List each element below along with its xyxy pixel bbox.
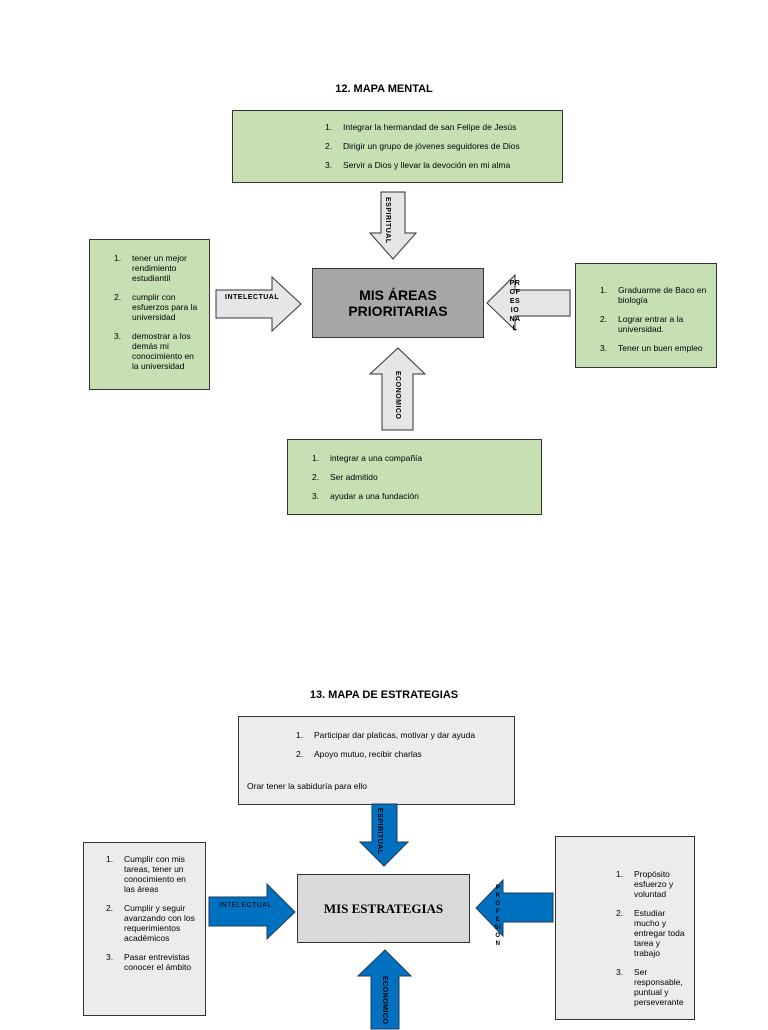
- map2-economic-label: ECONOMICO: [381, 975, 388, 1025]
- arrow-left-icon: [475, 878, 554, 938]
- list-item: 2.Lograr entrar a la universidad.: [600, 314, 684, 334]
- map1-intellectual-box: 1.tener un mejor rendimiento estudiantil…: [89, 239, 210, 390]
- list-item: 1.tener un mejor rendimiento estudiantil: [114, 253, 187, 283]
- list-item: 2.cumplir con esfuerzos para la universi…: [114, 292, 198, 322]
- map2-professional-box: 1.Propósito esfuerzo y voluntad 2.Estudi…: [555, 836, 695, 1020]
- list-item: 2.Estudiar mucho y entregar toda tarea y…: [616, 908, 685, 958]
- map1-spiritual-box: 1.Integrar la hermandad de san Felipe de…: [232, 110, 563, 183]
- map1-title: 12. MAPA MENTAL: [335, 83, 433, 95]
- map1-intellectual-label: INTELECTUAL: [225, 294, 280, 301]
- arrow-up-icon: [356, 949, 413, 1030]
- arrow-right-icon: [215, 275, 302, 333]
- list-item: 3.Servir a Dios y llevar la devoción en …: [325, 160, 511, 170]
- map2-center-box: MIS ESTRATEGIAS: [297, 874, 470, 943]
- map2-intellectual-label: INTELECTUAL: [219, 902, 272, 909]
- list-item: 1.Integrar la hermandad de san Felipe de…: [325, 122, 517, 132]
- map2-intellectual-box: 1.Cumplir con mis tareas, tener un conoc…: [83, 842, 206, 1016]
- map2-spiritual-note: Orar tener la sabiduría para ello: [247, 781, 368, 791]
- arrow-left-icon: [486, 273, 571, 332]
- list-item: 3.Tener un buen empleo: [600, 343, 703, 353]
- list-item: 3.Pasar entrevistas conocer el ámbito: [106, 952, 192, 972]
- list-item: 3.Ser responsable, puntual y perseverant…: [616, 967, 684, 1007]
- list-item: 1.Participar dar platicas, motivar y dar…: [296, 730, 476, 740]
- map2-spiritual-box: 1.Participar dar platicas, motivar y dar…: [238, 716, 515, 805]
- list-item: 1.Propósito esfuerzo y voluntad: [616, 869, 674, 899]
- list-item: 1.Graduarme de Baco en biología: [600, 285, 707, 305]
- map1-center-box: MIS ÁREAS PRIORITARIAS: [312, 268, 484, 338]
- list-item: 1.integrar a una compañía: [312, 453, 423, 463]
- map1-economic-label: ECONOMICO: [394, 370, 401, 420]
- arrow-right-icon: [208, 882, 296, 941]
- list-item: 2.Apoyo mutuo, recibir charlas: [296, 749, 422, 759]
- map2-title: 13. MAPA DE ESTRATEGIAS: [309, 689, 459, 701]
- list-item: 2.Dirigir un grupo de jóvenes seguidores…: [325, 141, 520, 151]
- map1-spiritual-label: ESPIRITUAL: [384, 197, 391, 244]
- list-item: 3.ayudar a una fundación: [312, 491, 419, 501]
- map1-economic-box: 1.integrar a una compañía 2.Ser admitido…: [287, 439, 542, 515]
- list-item: 3.demostrar a los demás mi conocimiento …: [114, 331, 194, 371]
- list-item: 2.Cumplir y seguir avanzando con los req…: [106, 903, 195, 943]
- arrow-up-icon: [368, 347, 427, 431]
- map2-spiritual-label: ESPIRITUAL: [376, 808, 383, 855]
- arrow-down-icon: [358, 803, 410, 867]
- list-item: 1.Cumplir con mis tareas, tener un conoc…: [106, 854, 186, 894]
- list-item: 2.Ser admitido: [312, 472, 378, 482]
- arrow-down-icon: [368, 191, 418, 260]
- map1-professional-box: 1.Graduarme de Baco en biología 2.Lograr…: [575, 263, 717, 368]
- map1-professional-label: PROFESIONAL: [509, 280, 521, 332]
- map2-professional-label: PROFESIONAL: [494, 885, 502, 946]
